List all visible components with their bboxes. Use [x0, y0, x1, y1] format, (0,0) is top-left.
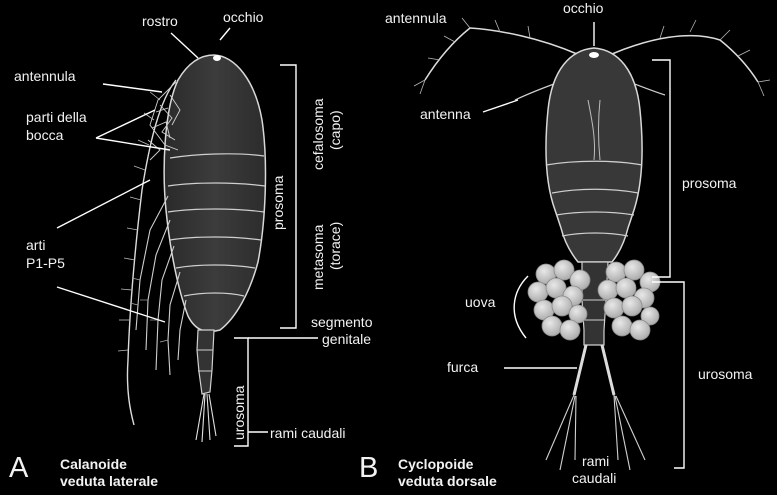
label-arti-1: arti: [26, 237, 45, 253]
caption-a-line1: Calanoide: [60, 456, 127, 473]
label-prosoma-a: prosoma: [270, 176, 286, 230]
label-occhio-b: occhio: [563, 0, 603, 16]
label-segmento-2: genitale: [322, 331, 371, 347]
caption-a-line2: veduta laterale: [60, 473, 158, 490]
label-metasoma-1: metasoma: [310, 225, 326, 290]
label-antennula-b: antennula: [385, 10, 447, 26]
calanoid-body: [118, 55, 265, 442]
panel-letter-a: A: [9, 453, 28, 483]
label-urosoma-a: urosoma: [231, 386, 247, 440]
label-prosoma-b: prosoma: [682, 175, 736, 191]
label-arti-2: P1-P5: [26, 255, 65, 271]
label-rami-2: caudali: [572, 470, 616, 486]
label-antenna: antenna: [420, 106, 471, 122]
label-furca: furca: [447, 359, 478, 375]
label-uova: uova: [465, 294, 495, 310]
label-occhio-a: occhio: [223, 9, 263, 25]
caption-b-line2: veduta dorsale: [398, 473, 497, 490]
label-segmento-1: segmento: [311, 314, 372, 330]
label-antennula-a: antennula: [14, 68, 76, 84]
label-cefalosoma-1: cefalosoma: [310, 98, 326, 170]
caption-b-line1: Cyclopoide: [398, 456, 473, 473]
cyclopoid-body: [414, 18, 770, 470]
label-rami-1: rami: [582, 453, 609, 469]
label-parti-bocca-2: bocca: [26, 127, 63, 143]
label-parti-bocca-1: parti della: [26, 109, 87, 125]
label-cefalosoma-2: (capo): [327, 110, 343, 150]
label-metasoma-2: (torace): [327, 222, 343, 270]
panel-letter-b: B: [359, 453, 378, 483]
label-rami-caudali-a: rami caudali: [270, 425, 345, 441]
label-urosoma-b: urosoma: [698, 366, 752, 382]
label-rostro: rostro: [142, 13, 178, 29]
